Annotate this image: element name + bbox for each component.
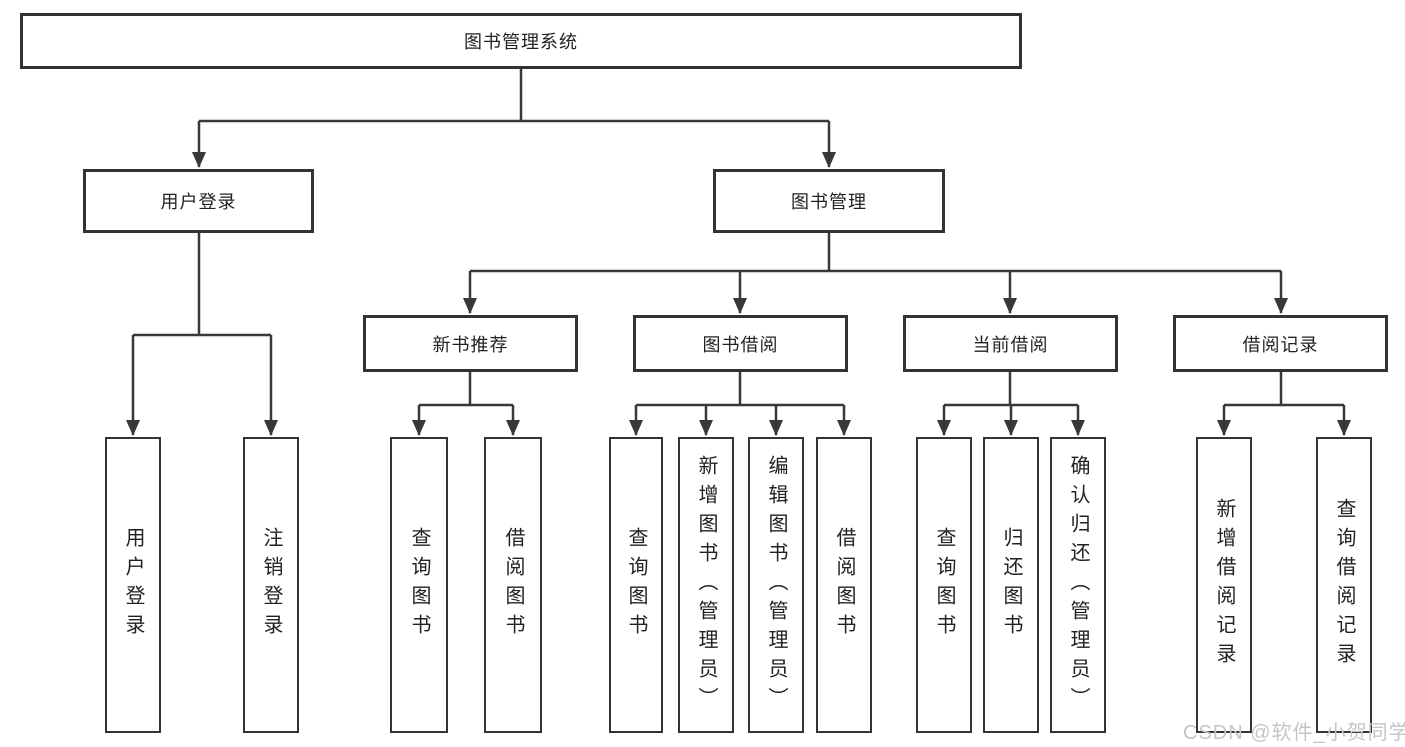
leaf-borrow-query-books: 查询图书	[609, 437, 663, 733]
leaf-current-query-books: 查询图书	[916, 437, 972, 733]
node-book-borrow: 图书借阅	[633, 315, 848, 372]
leaf-user-login: 用户登录	[105, 437, 161, 733]
leaf-logout-login: 注销登录	[243, 437, 299, 733]
arrow-group	[126, 121, 1351, 436]
node-current-borrow: 当前借阅	[903, 315, 1118, 372]
node-book-management: 图书管理	[713, 169, 945, 233]
leaf-current-return-books: 归还图书	[983, 437, 1039, 733]
leaf-borrow-edit-books-admin: 编辑图书（管理员）	[748, 437, 804, 733]
leaf-current-confirm-return-admin: 确认归还（管理员）	[1050, 437, 1106, 733]
watermark: CSDN @软件_小贺同学	[1183, 722, 1405, 744]
node-root: 图书管理系统	[20, 13, 1022, 69]
leaf-records-add-record: 新增借阅记录	[1196, 437, 1252, 733]
connector-path	[133, 69, 1344, 407]
leaf-records-query-record: 查询借阅记录	[1316, 437, 1372, 733]
node-user-login: 用户登录	[83, 169, 314, 233]
leaf-recommend-borrow-books: 借阅图书	[484, 437, 542, 733]
leaf-recommend-query-books: 查询图书	[390, 437, 448, 733]
node-new-book-recommend: 新书推荐	[363, 315, 578, 372]
node-borrow-records: 借阅记录	[1173, 315, 1388, 372]
leaf-borrow-add-books-admin: 新增图书（管理员）	[678, 437, 734, 733]
leaf-borrow-borrow-books: 借阅图书	[816, 437, 872, 733]
